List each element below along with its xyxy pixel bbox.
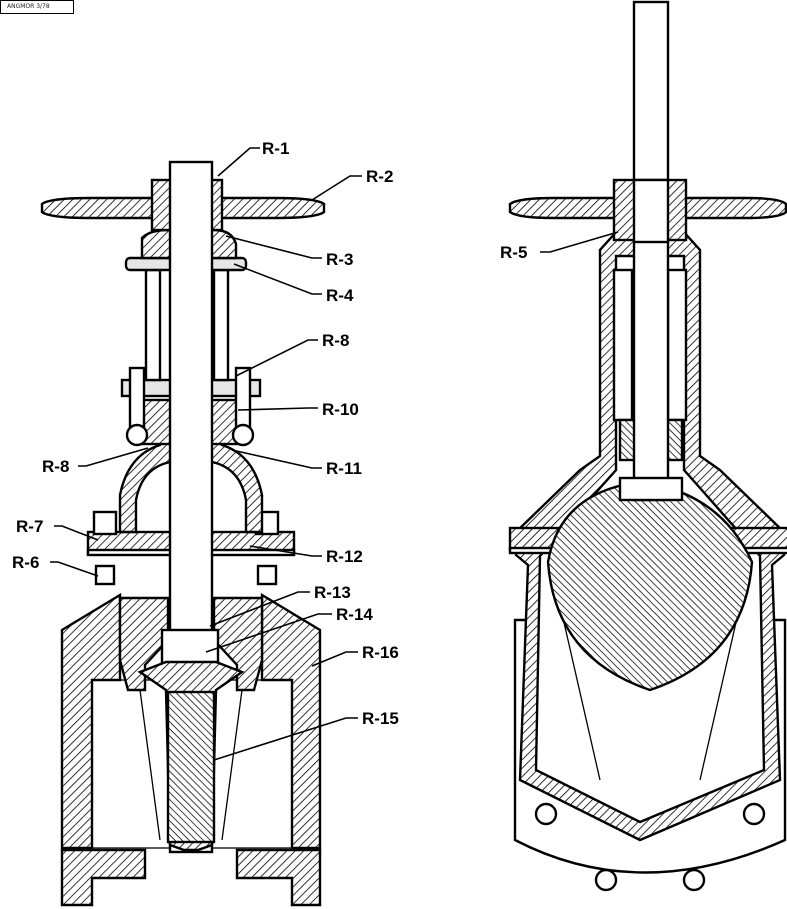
corner-stamp: ANGMOR 3/78 bbox=[0, 0, 74, 14]
yoke-arm-right bbox=[212, 268, 230, 382]
label-r1: R-1 bbox=[262, 139, 289, 158]
flange-hole-3 bbox=[682, 868, 706, 892]
callout-labels: R-1 R-2 R-3 R-4 R-8 R-10 R-8 R-11 R-7 R-… bbox=[12, 139, 527, 728]
handwheel-rim-r-left bbox=[508, 196, 620, 220]
label-r12: R-12 bbox=[326, 547, 363, 566]
stem-head bbox=[618, 476, 684, 502]
bottom-flange-right bbox=[235, 848, 322, 907]
bolt-head-left bbox=[92, 510, 118, 536]
right-valve-view bbox=[508, 0, 787, 892]
gland-eye-left bbox=[125, 423, 149, 447]
valve-body-right bbox=[260, 592, 322, 850]
label-r6: R-6 bbox=[12, 553, 39, 572]
label-r11: R-11 bbox=[326, 459, 362, 478]
label-r4: R-4 bbox=[326, 286, 354, 305]
handwheel-rim-r-right bbox=[682, 196, 787, 220]
label-r10: R-10 bbox=[322, 400, 359, 419]
handwheel-rim-right bbox=[218, 196, 326, 220]
gland-bolt-right bbox=[234, 366, 252, 430]
label-r2: R-2 bbox=[366, 167, 393, 186]
label-r8-upper: R-8 bbox=[322, 331, 349, 350]
flange-hole-4 bbox=[742, 802, 766, 826]
yoke-arm-left bbox=[144, 268, 162, 382]
label-r14: R-14 bbox=[336, 605, 373, 624]
yoke-window-right bbox=[666, 268, 688, 422]
gland-eye-right bbox=[231, 423, 255, 447]
label-r3: R-3 bbox=[326, 250, 353, 269]
seat-pocket-right bbox=[212, 596, 264, 692]
wedge-insert bbox=[166, 690, 216, 844]
valve-stem-right bbox=[632, 0, 670, 502]
nut-right bbox=[256, 564, 278, 586]
left-valve-view bbox=[40, 147, 362, 907]
handwheel-rim bbox=[40, 196, 158, 220]
label-r13: R-13 bbox=[314, 583, 351, 602]
flange-hole-2 bbox=[594, 868, 618, 892]
bottom-flange-left bbox=[60, 848, 147, 907]
label-r8-lower: R-8 bbox=[42, 457, 69, 476]
yoke-window-left bbox=[612, 268, 634, 422]
label-r15: R-15 bbox=[362, 709, 399, 728]
flange-hole-1 bbox=[534, 802, 558, 826]
valve-body-left bbox=[60, 592, 122, 850]
label-r7: R-7 bbox=[16, 517, 43, 536]
gland-bolt-left bbox=[128, 366, 146, 430]
nut-left bbox=[94, 564, 116, 586]
gate-disc bbox=[546, 480, 754, 692]
stem-nut bbox=[160, 628, 220, 666]
label-r5: R-5 bbox=[500, 243, 527, 262]
label-r16: R-16 bbox=[362, 643, 399, 662]
seat-pocket bbox=[118, 596, 170, 692]
bonnet bbox=[118, 428, 264, 534]
